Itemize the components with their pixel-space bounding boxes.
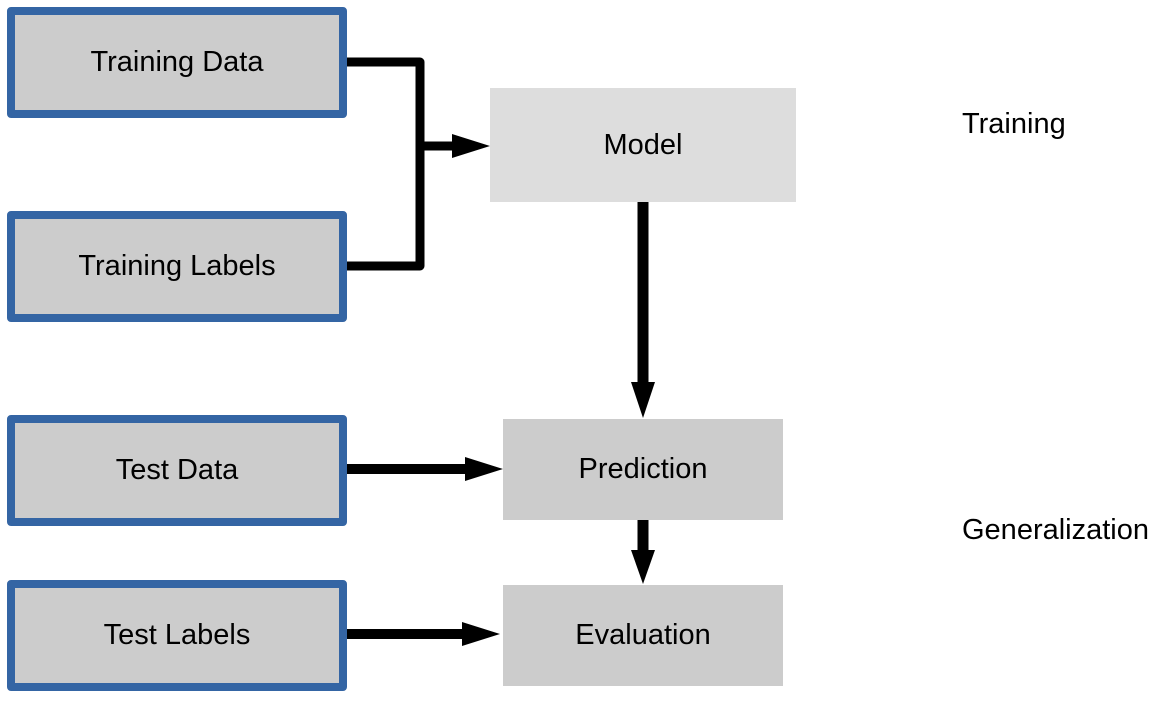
arrowhead-to-evaluation [631, 550, 655, 584]
phase-label-training: Training [962, 108, 1066, 140]
phase-label-generalization: Generalization [962, 514, 1149, 546]
arrowhead-test-labels [462, 622, 500, 646]
test-data-label: Test Data [115, 454, 239, 486]
arrowhead-test-data [465, 457, 503, 481]
evaluation-box: Evaluation [503, 585, 783, 686]
prediction-label: Prediction [578, 453, 708, 485]
connector-training-data [343, 57, 425, 271]
prediction-box: Prediction [503, 419, 783, 520]
test-labels-label: Test Labels [103, 619, 251, 651]
arrowhead-to-prediction [631, 382, 655, 418]
evaluation-label: Evaluation [575, 619, 711, 651]
training-data-box: Training Data [7, 7, 347, 118]
arrowhead-to-model [452, 134, 490, 158]
training-labels-box: Training Labels [7, 211, 347, 322]
model-box: Model [490, 88, 796, 202]
model-label: Model [603, 128, 683, 161]
training-labels-label: Training Labels [78, 250, 276, 282]
training-data-label: Training Data [90, 46, 264, 78]
test-labels-box: Test Labels [7, 580, 347, 691]
test-data-box: Test Data [7, 415, 347, 526]
